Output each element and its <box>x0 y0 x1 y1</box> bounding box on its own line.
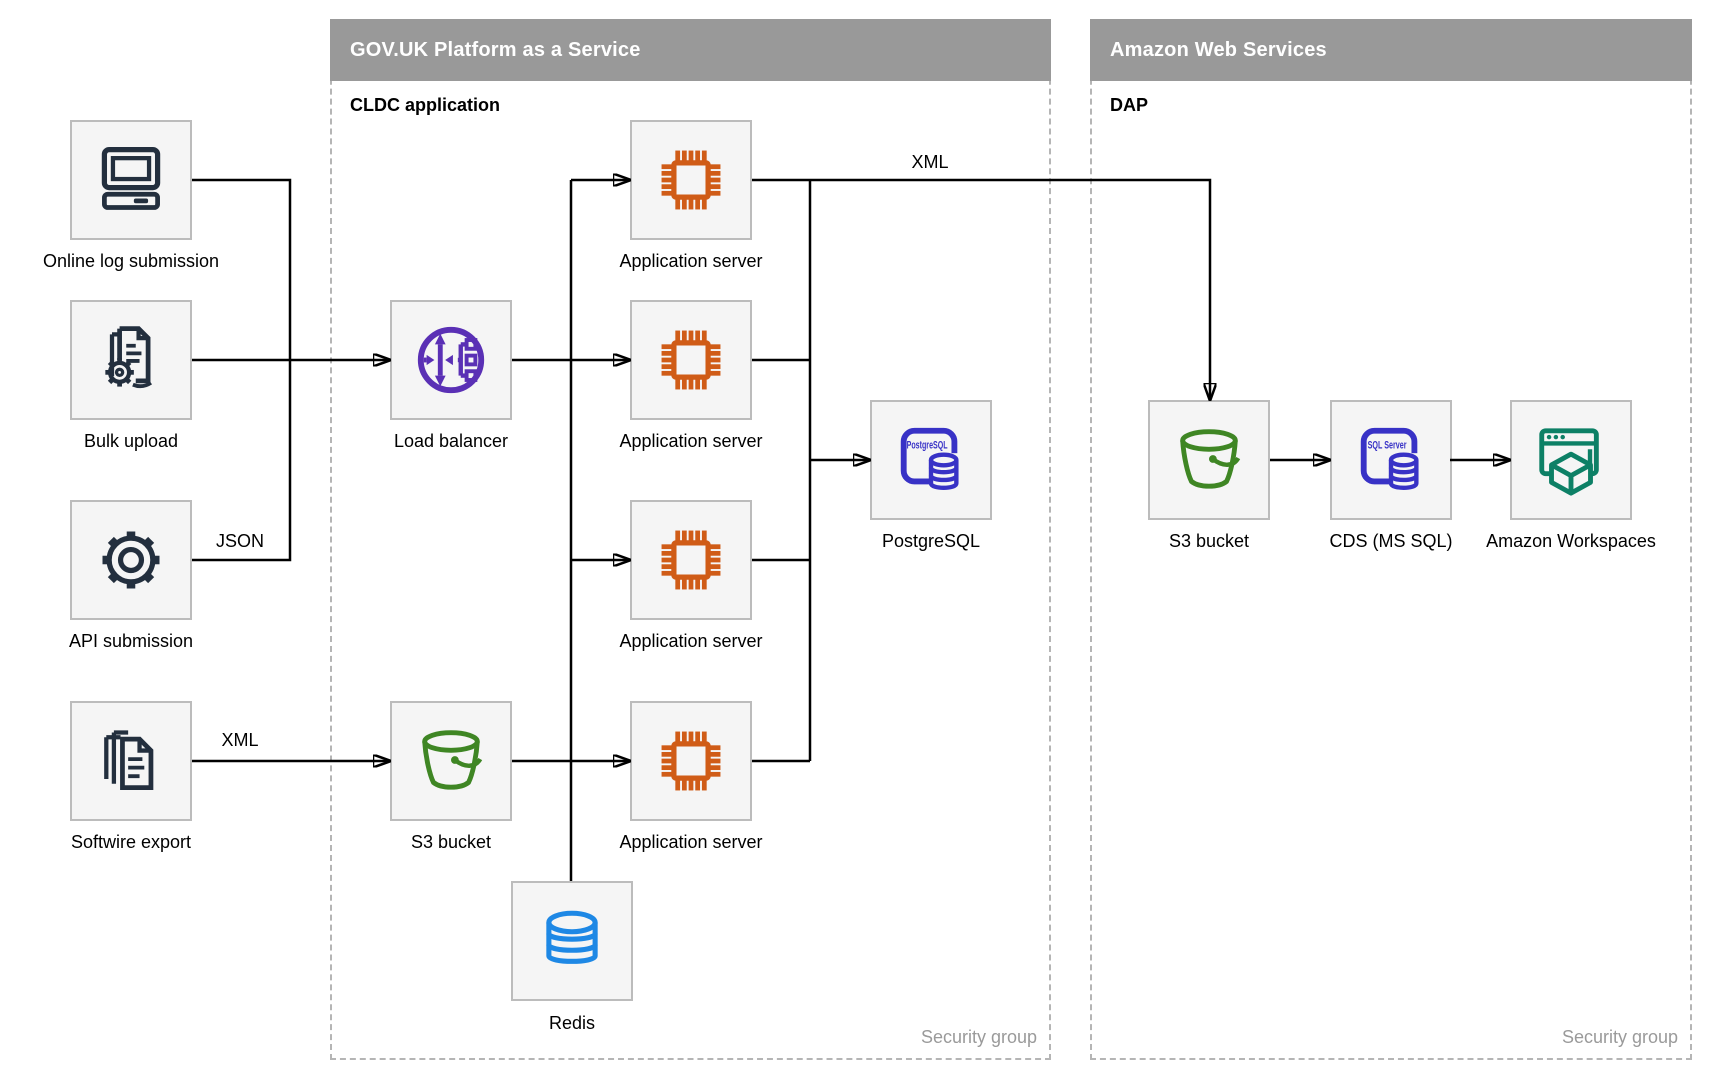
container-govuk-paas-footer: Security group <box>920 1027 1037 1047</box>
node-label-s3-bucket-paas: S3 bucket <box>410 832 492 852</box>
postgresql-icon-text: PostgreSQL <box>907 439 948 451</box>
cpu-chip-icon <box>661 330 721 390</box>
node-application-server-1[interactable] <box>630 120 752 240</box>
node-cds-ms-sql[interactable]: SQL Server <box>1330 400 1452 520</box>
cpu-chip-icon <box>661 731 721 791</box>
node-label-redis: Redis <box>548 1013 596 1033</box>
edge-label-json: JSON <box>215 531 264 551</box>
edge-label-xml-app-to-s3: XML <box>911 152 949 172</box>
node-label-application-server-2: Application server <box>619 431 763 451</box>
node-label-load-balancer: Load balancer <box>393 431 509 451</box>
document-gear-icon <box>105 326 153 389</box>
container-aws-title: Amazon Web Services <box>1110 38 1327 61</box>
node-label-postgresql: PostgreSQL <box>881 531 981 551</box>
s3-bucket-icon <box>1180 429 1241 489</box>
documents-stack-icon <box>104 730 154 790</box>
container-govuk-paas-header: GOV.UK Platform as a Service <box>330 19 1051 81</box>
node-postgresql[interactable]: PostgreSQL <box>870 400 992 520</box>
container-aws: Amazon Web Services DAP Security group <box>1090 19 1692 1060</box>
s3-bucket-icon <box>422 730 483 790</box>
node-label-application-server-4: Application server <box>619 832 763 852</box>
workspaces-icon <box>1539 428 1599 496</box>
node-softwire-export[interactable] <box>70 701 192 821</box>
node-s3-bucket-paas[interactable] <box>390 701 512 821</box>
load-balancer-icon <box>417 326 485 394</box>
database-cylinder-icon <box>546 910 598 964</box>
node-label-amazon-workspaces: Amazon Workspaces <box>1486 531 1656 551</box>
node-load-balancer[interactable] <box>390 300 512 420</box>
node-label-s3-bucket-aws: S3 bucket <box>1168 531 1250 551</box>
cpu-chip-icon <box>661 530 721 590</box>
cpu-chip-icon <box>661 150 721 210</box>
node-bulk-upload[interactable] <box>70 300 192 420</box>
node-label-application-server-3: Application server <box>619 631 763 651</box>
node-redis[interactable] <box>511 881 633 1001</box>
container-aws-header: Amazon Web Services <box>1090 19 1692 81</box>
node-application-server-4[interactable] <box>630 701 752 821</box>
node-label-application-server-1: Application server <box>619 251 763 271</box>
desktop-computer-icon <box>101 146 161 210</box>
container-govuk-paas: GOV.UK Platform as a Service CLDC applic… <box>330 19 1051 1060</box>
node-label-softwire-export: Softwire export <box>70 832 192 852</box>
sql-server-icon-text: SQL Server <box>1368 439 1408 451</box>
node-label-bulk-upload: Bulk upload <box>83 431 179 451</box>
node-amazon-workspaces[interactable] <box>1510 400 1632 520</box>
node-label-api-submission: API submission <box>68 631 194 651</box>
container-aws-footer: Security group <box>1561 1027 1678 1047</box>
container-govuk-paas-subtitle: CLDC application <box>350 95 501 115</box>
node-label-online-log-submission: Online log submission <box>42 251 220 271</box>
node-application-server-2[interactable] <box>630 300 752 420</box>
edge-onlinelog-api-junction <box>192 178 292 562</box>
container-aws-subtitle: DAP <box>1110 95 1149 115</box>
node-s3-bucket-aws[interactable] <box>1148 400 1270 520</box>
node-online-log-submission[interactable] <box>70 120 192 240</box>
postgresql-database-icon: PostgreSQL <box>900 427 961 495</box>
node-application-server-3[interactable] <box>630 500 752 620</box>
container-govuk-paas-title: GOV.UK Platform as a Service <box>350 38 641 61</box>
node-api-submission[interactable] <box>70 500 192 620</box>
node-label-cds-ms-sql: CDS (MS SQL) <box>1329 531 1453 551</box>
gear-icon <box>102 531 160 589</box>
edge-label-xml-softwire: XML <box>221 730 259 750</box>
sql-server-database-icon: SQL Server <box>1360 427 1421 495</box>
